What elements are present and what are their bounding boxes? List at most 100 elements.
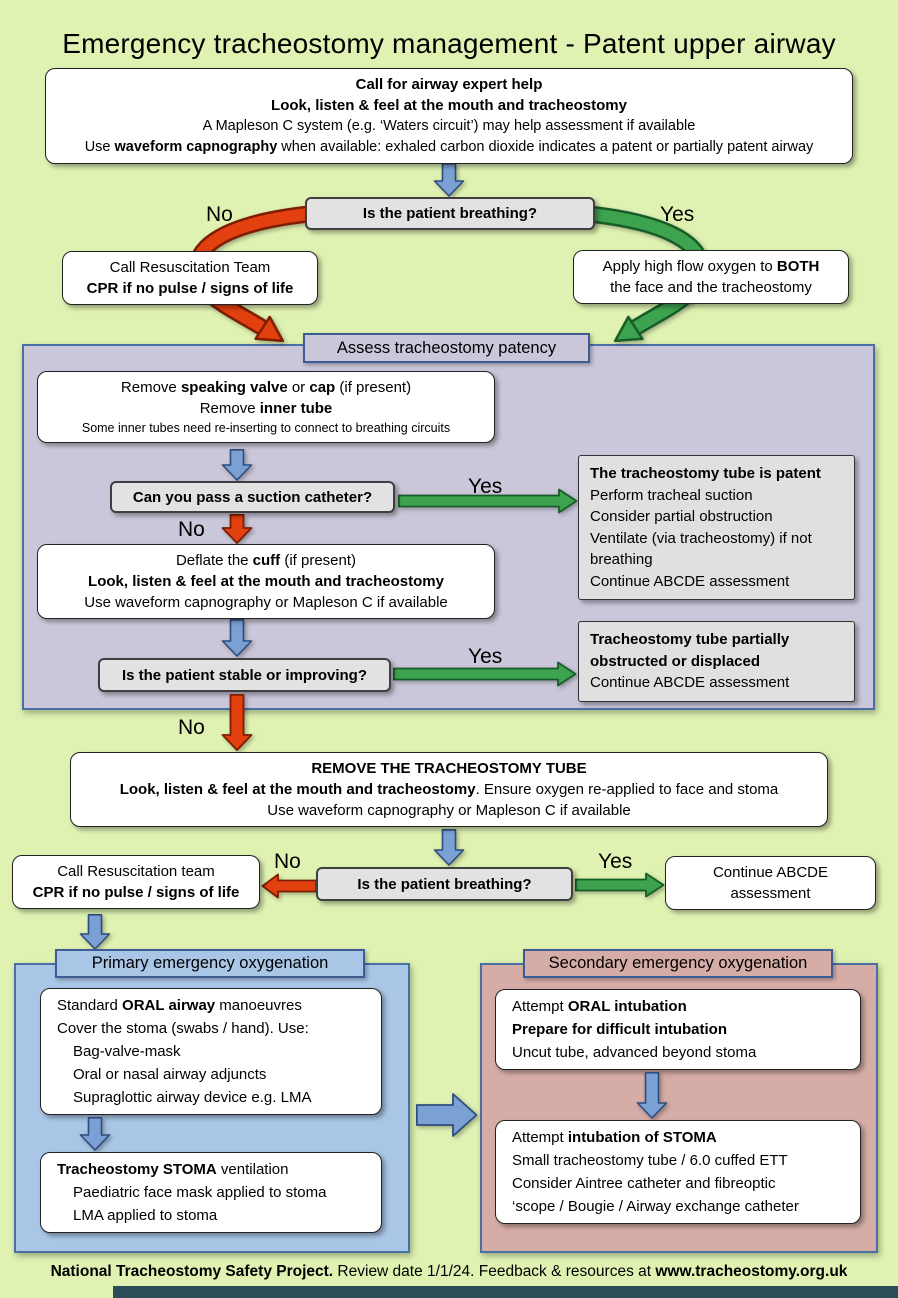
remove-valve-box: Remove speaking valve or cap (if present… [37, 371, 495, 443]
footer-review-text: Review date 1/1/24. Feedback & resources… [333, 1263, 656, 1280]
page-title: Emergency tracheostomy management - Pate… [62, 28, 836, 59]
continue-abcde-line1: Continue ABCDE [712, 864, 829, 881]
secondary-box2-line3: Consider Aintree catheter and fibreoptic [512, 1175, 776, 1192]
primary-box2-line1: Tracheostomy STOMA ventilation [57, 1158, 375, 1181]
apply-oxygen-box: Apply high flow oxygen to BOTH the face … [573, 250, 849, 304]
oxygen-line1-pre: Apply high flow oxygen to [602, 258, 777, 275]
no-arrow-to-resus-2 [261, 873, 317, 899]
p1-l1-b: ORAL airway [122, 997, 216, 1014]
deflate-line1: Deflate the cuff (if present) [46, 550, 486, 571]
primary-box1-line1: Standard ORAL airway manoeuvres [57, 994, 375, 1017]
remove-tube-line1: REMOVE THE TRACHEOSTOMY TUBE [311, 760, 587, 777]
tube-patent-box: The tracheostomy tube is patent Perform … [578, 455, 855, 600]
p1-l1-pre: Standard [57, 997, 123, 1014]
remove-valve-line1: Remove speaking valve or cap (if present… [46, 377, 486, 398]
primary-box2-line2: Paediatric face mask applied to stoma [73, 1184, 327, 1201]
secondary-box-2: Attempt intubation of STOMA Small trache… [495, 1120, 861, 1224]
oxygen-line1: Apply high flow oxygen to BOTH [582, 256, 840, 277]
decision-is-patient-breathing-2: Is the patient breathing? [316, 867, 573, 901]
rt-l2-post: . Ensure oxygen re-applied to face and s… [475, 781, 779, 798]
expert-help-line4-bold: waveform capnography [114, 139, 278, 155]
tube-patent-line3: Ventilate (via tracheostomy) if not brea… [590, 529, 812, 569]
tube-patent-line2: Consider partial obstruction [590, 508, 773, 525]
yes-label-2: Yes [468, 475, 503, 498]
primary-box-1: Standard ORAL airway manoeuvres Cover th… [40, 988, 382, 1115]
footer-website: www.tracheostomy.org.uk [655, 1263, 848, 1280]
s1-l1-pre: Attempt [512, 998, 568, 1015]
rv-l1-pre: Remove [120, 379, 181, 396]
down-arrow-to-breathing-2 [433, 829, 465, 866]
expert-help-line4-pre: Use [84, 139, 115, 155]
s2-l1-b: intubation of STOMA [567, 1129, 717, 1146]
no-label-2: No [178, 518, 205, 541]
decision-is-patient-breathing-1: Is the patient breathing? [305, 197, 595, 230]
rt-l2-b: Look, listen & feel at the mouth and tra… [119, 781, 476, 798]
down-arrow-secondary [636, 1072, 668, 1119]
resus1-line2: CPR if no pulse / signs of life [86, 280, 294, 297]
decision-suction-text: Can you pass a suction catheter? [132, 488, 373, 506]
p1-l1-post: manoeuvres [215, 997, 302, 1014]
rv-l2-b: inner tube [259, 400, 333, 417]
yes-arrow-to-patent-box [398, 488, 578, 514]
expert-help-line4: Use waveform capnography when available:… [54, 137, 844, 158]
assess-patency-header: Assess tracheostomy patency [303, 333, 590, 363]
bottom-edge-bar [113, 1286, 898, 1298]
secondary-box1-line1: Attempt ORAL intubation [512, 995, 854, 1018]
remove-tube-line3: Use waveform capnography or Mapleson C i… [267, 802, 631, 819]
p2-l1-post: ventilation [216, 1161, 289, 1178]
df-l1-b: cuff [252, 552, 281, 569]
secondary-box-1: Attempt ORAL intubation Prepare for diff… [495, 989, 861, 1070]
df-l1-pre: Deflate the [175, 552, 253, 569]
secondary-header-text: Secondary emergency oxygenation [548, 954, 808, 972]
continue-abcde-box: Continue ABCDE assessment [665, 856, 876, 910]
rv-l2-pre: Remove [199, 400, 260, 417]
yes-arrow-to-abcde [575, 872, 665, 898]
yes-label-4: Yes [598, 850, 633, 873]
decision-stable-text: Is the patient stable or improving? [121, 666, 368, 684]
yes-arrow-to-partially-obstructed [393, 661, 577, 687]
no-label-4: No [274, 850, 301, 873]
rv-l1-b1: speaking valve [180, 379, 288, 396]
down-arrow-to-suction [221, 449, 253, 481]
secondary-box2-line4: ‘scope / Bougie / Airway exchange cathet… [512, 1198, 799, 1215]
expert-help-line3: A Mapleson C system (e.g. ‘Waters circui… [202, 118, 696, 134]
tube-patent-line4: Continue ABCDE assessment [590, 572, 790, 590]
no-label-3: No [178, 716, 205, 739]
secondary-box2-line1: Attempt intubation of STOMA [512, 1126, 854, 1149]
secondary-oxygenation-header: Secondary emergency oxygenation [523, 949, 833, 978]
yes-label-3: Yes [468, 645, 503, 668]
footer: National Tracheostomy Safety Project. Re… [0, 1263, 898, 1281]
secondary-box1-line2: Prepare for difficult intubation [512, 1021, 728, 1038]
secondary-box1-line3: Uncut tube, advanced beyond stoma [512, 1044, 757, 1061]
primary-box1-line2: Cover the stoma (swabs / hand). Use: [57, 1020, 309, 1037]
secondary-box2-line2: Small tracheostomy tube / 6.0 cuffed ETT [512, 1152, 788, 1169]
rv-l1-mid: or [287, 379, 310, 396]
resus1-line1: Call Resuscitation Team [109, 259, 271, 276]
no-arrow-to-remove-tube [221, 694, 253, 751]
remove-tube-line2: Look, listen & feel at the mouth and tra… [79, 779, 819, 800]
resus2-line2: CPR if no pulse / signs of life [32, 884, 240, 901]
no-arrow-to-deflate [221, 514, 253, 544]
down-arrow-primary [79, 1117, 111, 1151]
footer-project-name: National Tracheostomy Safety Project. [50, 1263, 334, 1280]
deflate-line2: Look, listen & feel at the mouth and tra… [88, 573, 444, 590]
partially-obstructed-line1: Continue ABCDE assessment [590, 674, 790, 691]
partially-obstructed-box: Tracheostomy tube partially obstructed o… [578, 621, 855, 702]
expert-help-line1: Call for airway expert help [355, 76, 543, 93]
remove-tube-box: REMOVE THE TRACHEOSTOMY TUBE Look, liste… [70, 752, 828, 827]
deflate-line3: Use waveform capnography or Mapleson C i… [84, 594, 448, 611]
right-arrow-primary-to-secondary [416, 1093, 478, 1137]
primary-oxygenation-header: Primary emergency oxygenation [55, 949, 365, 978]
df-l1-post: (if present) [280, 552, 357, 569]
decision-stable-improving: Is the patient stable or improving? [98, 658, 391, 692]
primary-box-2: Tracheostomy STOMA ventilation Paediatri… [40, 1152, 382, 1233]
primary-header-text: Primary emergency oxygenation [91, 954, 329, 972]
down-arrow-to-breathing-1 [433, 163, 465, 197]
resus2-line1: Call Resuscitation team [57, 863, 215, 880]
p2-l1-b: Tracheostomy STOMA [57, 1161, 217, 1178]
rv-l1-post: (if present) [335, 379, 412, 396]
expert-help-line2: Look, listen & feel at the mouth and tra… [271, 97, 627, 114]
down-arrow-to-primary [79, 914, 111, 950]
assess-patency-header-text: Assess tracheostomy patency [336, 338, 557, 357]
